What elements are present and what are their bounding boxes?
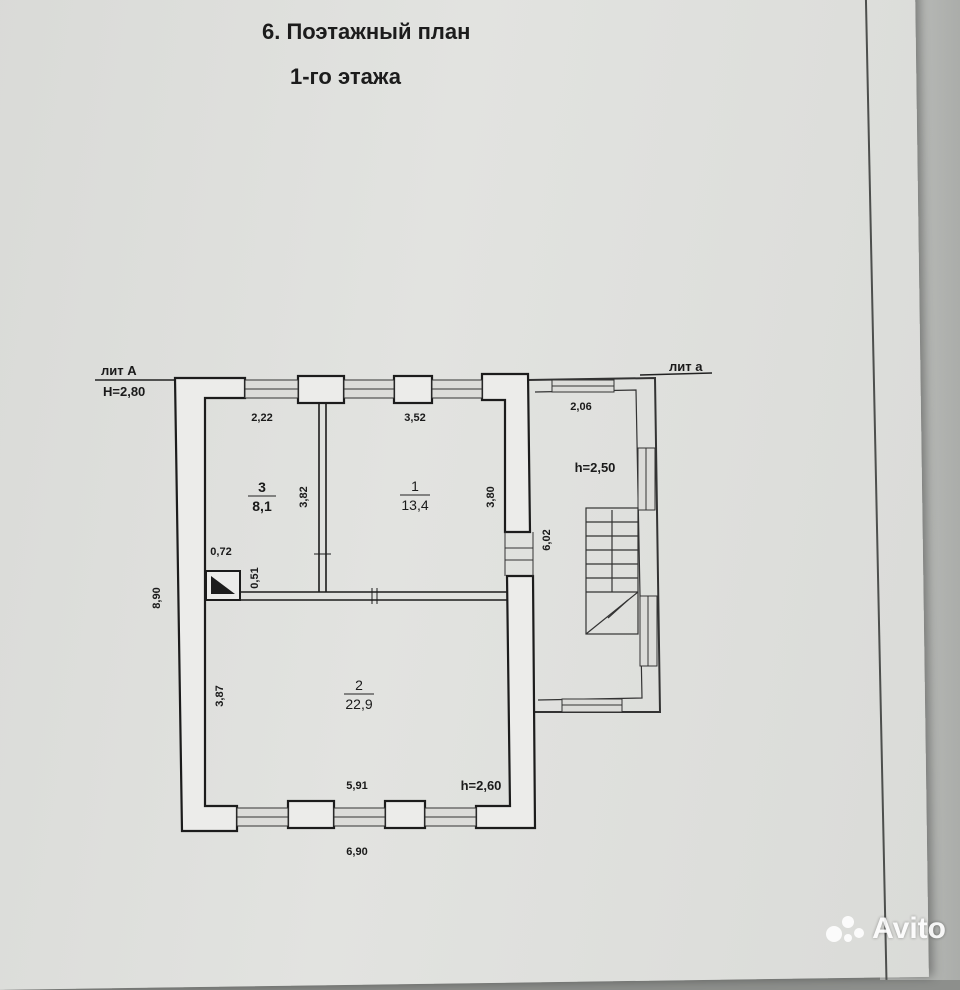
literal-annex-label: лит а xyxy=(669,359,703,374)
plan-title: 6. Поэтажный план xyxy=(262,19,471,44)
height-room2: h=2,60 xyxy=(461,778,502,793)
door-opening xyxy=(504,532,534,576)
room-3-number: 3 xyxy=(258,479,266,495)
literal-main-height: Н=2,80 xyxy=(103,384,145,399)
dim-stove-width: 0,72 xyxy=(210,546,231,558)
dim-annex-depth: 6,02 xyxy=(541,529,553,550)
room-3-area: 8,1 xyxy=(252,498,272,514)
dim-annex-width: 2,06 xyxy=(570,401,591,413)
floor-plan: 3 8,1 1 13,4 2 22,9 лит А Н=2,80 лит а 2… xyxy=(95,359,713,858)
avito-wordmark: Avito xyxy=(872,912,946,945)
dim-room3-width: 2,22 xyxy=(251,412,272,424)
room-2-number: 2 xyxy=(355,677,363,693)
dim-room1-depth: 3,80 xyxy=(485,486,497,507)
room-1-number: 1 xyxy=(411,478,419,494)
dim-outer-width: 6,90 xyxy=(346,846,367,858)
dim-stove-depth: 0,51 xyxy=(249,567,261,588)
main-windows xyxy=(236,379,483,827)
partitions xyxy=(205,403,507,604)
dim-room2-depth: 3,87 xyxy=(214,685,226,706)
avito-logo-icon xyxy=(826,914,866,944)
main-walls xyxy=(173,372,537,833)
literal-main-label: лит А xyxy=(101,363,137,378)
height-annex: h=2,50 xyxy=(575,460,616,475)
dim-outer-depth: 8,90 xyxy=(151,587,163,608)
room-labels: 3 8,1 1 13,4 2 22,9 xyxy=(248,478,430,712)
staircase xyxy=(585,507,639,635)
literal-annex-leader xyxy=(639,372,713,376)
dim-room1-width: 3,52 xyxy=(404,412,425,424)
dim-room3-depth: 3,82 xyxy=(298,486,310,507)
dimension-labels: лит А Н=2,80 лит а 2,22 3,52 2,06 h=2,50… xyxy=(101,359,703,858)
stove-icon xyxy=(205,570,241,601)
room-2-area: 22,9 xyxy=(345,696,372,712)
avito-watermark: Avito xyxy=(826,912,946,946)
plan-subtitle: 1-го этажа xyxy=(290,64,401,89)
room-1-area: 13,4 xyxy=(401,497,428,513)
dim-room2-width: 5,91 xyxy=(346,780,367,792)
annex-outline xyxy=(527,376,662,713)
